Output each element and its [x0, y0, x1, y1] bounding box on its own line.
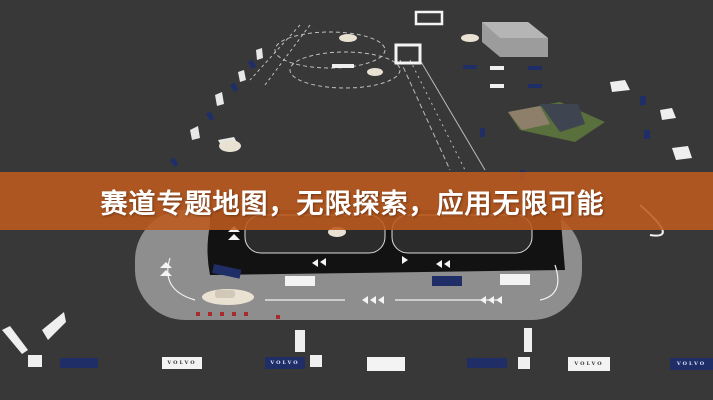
banner-title: 赛道专题地图，无限探索，应用无限可能 — [100, 188, 605, 220]
car-on-track — [202, 289, 254, 305]
sign-logo — [367, 357, 405, 371]
title-banner: 赛道专题地图，无限探索，应用无限可能 — [0, 172, 713, 230]
sign-volvo-2: VOLVO — [265, 357, 305, 369]
sign-banner-1 — [60, 358, 98, 368]
sign-volvo-4: VOLVO — [670, 358, 713, 370]
sign-banner-2 — [467, 358, 507, 368]
sign-volvo-3: VOLVO — [568, 357, 610, 371]
sign-volvo-1: VOLVO — [162, 357, 202, 369]
figure-eight-area — [249, 24, 401, 89]
